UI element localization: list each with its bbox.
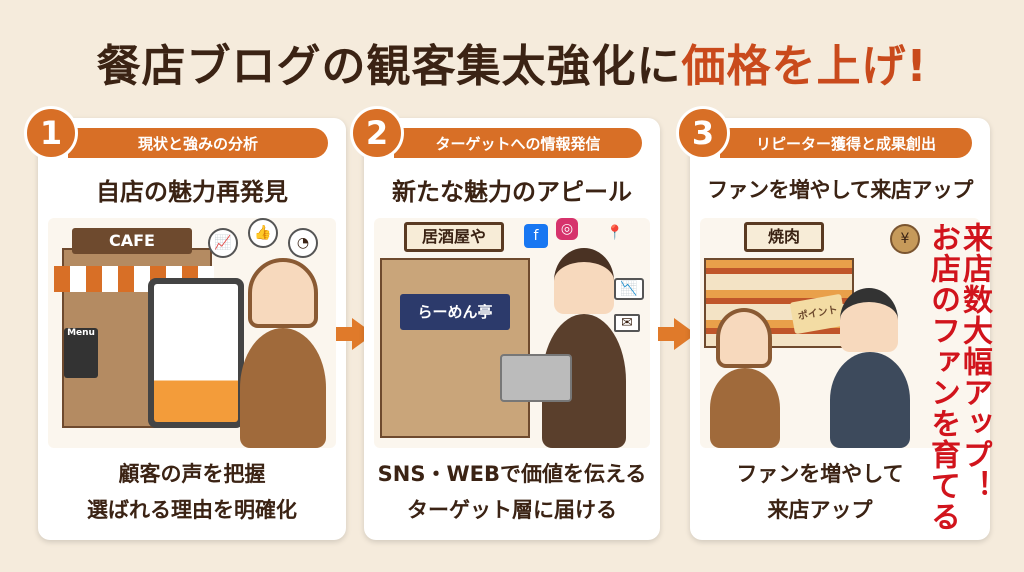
step-description: ファンを増やして来店アップ [690,456,950,528]
illustration-yakiniku: 焼肉 ¥ ポイント [700,218,980,448]
step-card-2: 2 ターゲットへの情報発信 新たな魅力のアピール 居酒屋や らーめん亭 f ◎ … [350,106,660,540]
chart-icon: 📈 [208,228,238,258]
pie-chart-icon: ◔ [288,228,318,258]
callout-line-1: 来店数大幅アップ！ [957,222,992,501]
menu-board: Menu [64,328,98,378]
money-bag-icon: ¥ [890,224,920,254]
description-line: ファンを増やして [736,462,904,486]
illustration-cafe: CAFE Menu 📈 👍 ◔ [48,218,336,448]
yakiniku-sign: 焼肉 [744,222,824,252]
izakaya-building [380,258,530,438]
staff-woman-apron [240,328,326,448]
step-number: 1 [24,106,78,160]
title-main: 餐店ブログの観客集太強化に [96,41,682,92]
step-description: 顧客の声を把握選ばれる理由を明確化 [38,456,346,528]
description-line: 顧客の声を把握 [118,462,266,486]
tablet [148,278,244,428]
step-number: 2 [350,106,404,160]
laptop [500,354,572,402]
page-title: 餐店ブログの観客集太強化に価格を上げ! [0,30,1024,94]
description-line: SNS・WEBで価値を伝える [377,462,647,486]
customer-woman-head [716,308,772,368]
step-tag: 現状と強みの分析 [68,128,328,158]
step-heading: ファンを増やして来店アップ [707,178,973,202]
step-tag: ターゲットへの情報発信 [394,128,642,158]
noren-curtain: らーめん亭 [400,294,510,330]
step-number: 3 [676,106,730,160]
step-tag: リピーター獲得と成果創出 [720,128,972,158]
description-line: ターゲット層に届ける [407,498,617,522]
step-heading: 自店の魅力再発見 [96,178,288,206]
step-heading: 新たな魅力のアピール [392,178,632,206]
description-line: 選ばれる理由を明確化 [87,498,297,522]
staff-man-head [554,248,614,314]
cafe-sign: CAFE [72,228,192,254]
step-description: SNS・WEBで価値を伝えるターゲット層に届ける [364,456,660,528]
title-highlight: 価格を上げ! [681,41,928,92]
customer-woman-body [710,368,780,448]
callout-line-2: お店のファンを育てる [925,222,960,532]
step-card-1: 1 現状と強みの分析 自店の魅力再発見 CAFE Menu 📈 👍 ◔ 顧客の声… [24,106,346,540]
illustration-izakaya: 居酒屋や らーめん亭 f ◎ 📍 📉 ✉ [374,218,650,448]
analytics-screen-icon: 📉 [614,278,644,300]
thumbs-up-icon: 👍 [248,218,278,248]
facebook-icon: f [524,224,548,248]
step-card-3: 3 リピーター獲得と成果創出 ファンを増やして来店アップ 焼肉 ¥ ポイント フ… [676,106,990,540]
mail-icon: ✉ [614,314,640,332]
staff-man-apron [830,352,910,448]
staff-woman-head [248,258,318,328]
staff-man-head [840,288,898,352]
izakaya-sign: 居酒屋や [404,222,504,252]
description-line: 来店アップ [767,498,873,522]
map-pin-icon: 📍 [606,225,624,241]
instagram-icon: ◎ [556,218,578,240]
